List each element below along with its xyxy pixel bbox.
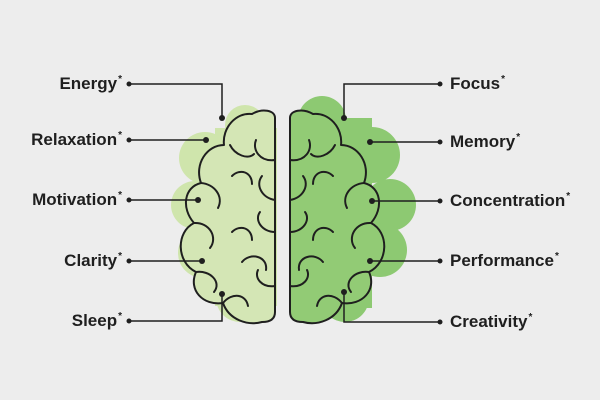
asterisk: * xyxy=(516,132,521,143)
right-connector-dots xyxy=(341,81,443,325)
label-motivation-text: Motivation xyxy=(32,190,118,209)
left-connectors xyxy=(129,83,223,322)
asterisk: * xyxy=(118,130,122,141)
label-energy: Energy* xyxy=(59,70,122,94)
asterisk: * xyxy=(528,312,533,323)
label-relaxation: Relaxation* xyxy=(31,126,122,150)
label-energy-text: Energy xyxy=(59,74,118,93)
asterisk: * xyxy=(554,251,559,262)
label-performance-text: Performance xyxy=(450,251,554,270)
label-clarity: Clarity* xyxy=(64,247,122,271)
label-performance: Performance* xyxy=(450,247,559,271)
label-concentration: Concentration* xyxy=(450,187,570,211)
label-memory: Memory* xyxy=(450,128,520,152)
asterisk: * xyxy=(566,191,571,202)
left-folds xyxy=(193,139,276,307)
label-sleep-text: Sleep xyxy=(71,311,118,330)
label-motivation: Motivation* xyxy=(32,186,122,210)
label-focus-text: Focus xyxy=(450,74,501,93)
asterisk: * xyxy=(118,74,122,85)
connector-creativity xyxy=(343,292,440,323)
label-clarity-text: Clarity xyxy=(64,251,118,270)
asterisk: * xyxy=(501,74,505,85)
connector-energy xyxy=(129,83,223,118)
asterisk: * xyxy=(118,311,122,322)
right-connectors xyxy=(343,83,440,323)
asterisk: * xyxy=(118,251,122,262)
left-connector-dots xyxy=(126,81,225,324)
label-relaxation-text: Relaxation xyxy=(31,130,118,149)
label-sleep: Sleep* xyxy=(72,307,122,331)
label-focus: Focus* xyxy=(450,70,505,94)
asterisk: * xyxy=(118,190,122,201)
connector-sleep xyxy=(129,294,223,322)
label-creativity: Creativity* xyxy=(450,308,532,332)
label-creativity-text: Creativity xyxy=(450,312,528,331)
connector-focus xyxy=(343,83,440,118)
label-concentration-text: Concentration xyxy=(450,191,566,210)
label-memory-text: Memory xyxy=(450,132,516,151)
right-folds xyxy=(289,139,372,307)
